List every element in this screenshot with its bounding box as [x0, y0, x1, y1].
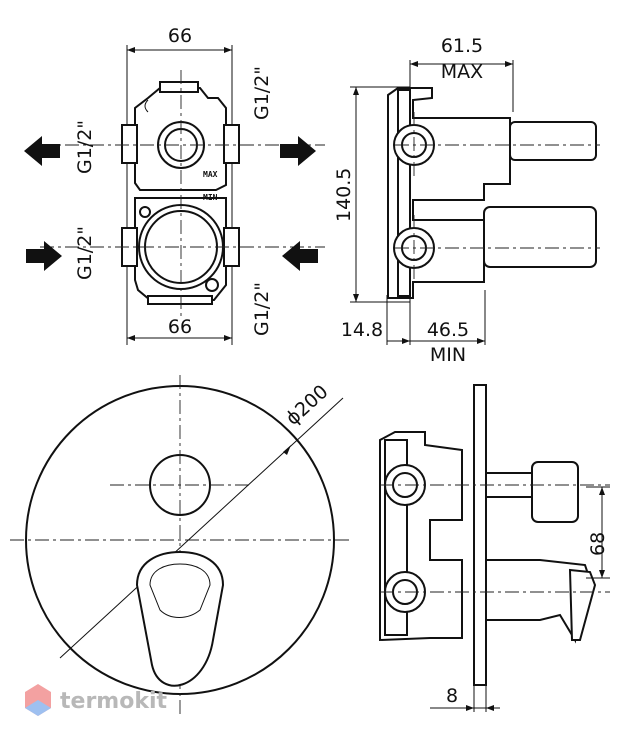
inflow-arrow-left [26, 241, 62, 271]
valve-body-side-view: 61.5 MAX 140.5 14.8 46.5 MIN [333, 35, 600, 366]
dim-max-depth: 61.5 [441, 35, 483, 57]
thread-left-bottom: G1/2" [74, 226, 96, 280]
dim-plate-thickness: 8 [446, 685, 458, 707]
inflow-arrow-right [282, 241, 318, 271]
watermark-text: termokit [60, 689, 167, 714]
max-marking: MAX [203, 170, 218, 179]
termokit-watermark: termokit [25, 684, 167, 716]
mixer-lever [135, 550, 225, 687]
outflow-arrow-left [24, 136, 60, 166]
assembly-side-view: 68 8 [379, 384, 610, 712]
dim-diameter: ϕ200 [282, 381, 333, 430]
dim-bottom-width: 66 [168, 316, 192, 338]
thread-right-bottom: G1/2" [251, 282, 273, 336]
dim-height: 140.5 [333, 168, 355, 222]
wall-plate [473, 384, 487, 686]
dim-center-distance: 68 [587, 532, 609, 556]
outflow-arrow-right [280, 136, 316, 166]
dim-min-depth: 46.5 [427, 319, 469, 341]
thread-right-top: G1/2" [251, 66, 273, 120]
dim-offset: 14.8 [341, 319, 383, 341]
thread-left-top: G1/2" [74, 120, 96, 174]
min-label: MIN [430, 344, 466, 366]
dim-top-width: 66 [168, 25, 192, 47]
valve-body-front-view: 66 66 MAX MIN G1/2" G1/2" G1/2" [24, 25, 325, 345]
min-marking: MIN [203, 193, 218, 202]
max-label: MAX [441, 61, 483, 83]
cover-plate-front-view: ϕ200 [10, 375, 350, 715]
